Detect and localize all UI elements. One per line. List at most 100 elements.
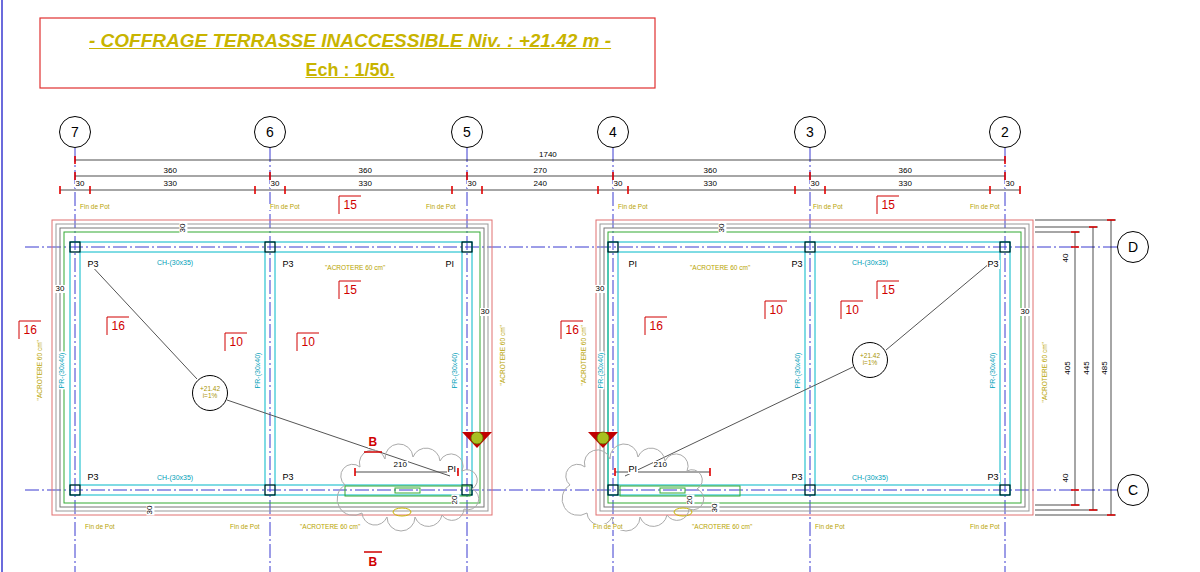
- column-section: [805, 485, 815, 495]
- dimension-line: [1111, 220, 1112, 515]
- edge-note: Fin de Pot: [969, 524, 1001, 531]
- dimension-text: 405: [1063, 360, 1071, 375]
- dimension-text: 30: [75, 180, 86, 188]
- beam-outline: [1000, 242, 1010, 495]
- acroterion-outline: [52, 220, 1033, 515]
- dimension-text: 30: [179, 223, 187, 234]
- beam-label: CH-(30x35): [851, 259, 889, 266]
- gutter: [395, 488, 420, 493]
- level-text: +21.42: [200, 386, 220, 393]
- beam-outline: [70, 242, 1010, 495]
- slab-thickness: 16: [111, 320, 126, 332]
- drain-ellipse: [393, 508, 411, 516]
- dimension-text: 30: [467, 180, 478, 188]
- dimension-text: 20: [686, 495, 694, 506]
- downspout-symbol: [471, 432, 483, 444]
- column-label: PI: [628, 465, 639, 474]
- drawing-title: - COFFRAGE TERRASSE INACCESSIBLE Niv. : …: [88, 31, 612, 50]
- acroterion-outline: [60, 228, 484, 507]
- dimension-line: [1035, 515, 1116, 516]
- level-text: i=1%: [203, 393, 218, 400]
- beam-outline: [70, 485, 472, 495]
- dimension-line: [60, 160, 1116, 515]
- grid-bubble: 6: [254, 116, 286, 148]
- dimension-tick: [1071, 220, 1115, 515]
- slab-thickness: 16: [649, 320, 664, 332]
- beam-outline: [265, 242, 275, 495]
- edge-note: Fin de Pot: [814, 524, 846, 531]
- dimension-text: 240: [533, 180, 548, 188]
- grid-bubble: 4: [597, 116, 629, 148]
- column-label: PI: [628, 260, 639, 269]
- scale-text: Ech : 1/50.: [305, 61, 396, 79]
- beam-outline: [462, 242, 472, 495]
- grid-axis: [467, 148, 468, 572]
- dimension-line: [60, 190, 1020, 191]
- edge-note: "ACROTERE 60 cm": [299, 524, 361, 531]
- column-label: PI: [447, 465, 458, 474]
- edge-note: "ACROTERE 60 cm": [37, 339, 44, 401]
- column-section: [462, 242, 472, 252]
- slab-thickness: 16: [23, 324, 38, 336]
- section-mark: [364, 452, 382, 552]
- column-section: [70, 485, 80, 495]
- column-section: [265, 485, 275, 495]
- beam-outline: [70, 242, 80, 495]
- beam-label: PR-(30x40): [451, 351, 458, 389]
- acroterion-outline: [52, 220, 492, 515]
- dimension-line: [1075, 232, 1076, 505]
- edge-note: Fin de Pot: [969, 204, 1001, 211]
- dimension-line: [75, 176, 1005, 177]
- acroterion-outline: [56, 224, 488, 511]
- dimension-text: 30: [810, 180, 821, 188]
- edge-note: Fin de Pot: [269, 204, 301, 211]
- slope-line: [88, 262, 990, 476]
- dimension-text: 30: [1020, 308, 1031, 316]
- slope-line: [88, 262, 197, 379]
- beam-label: PR-(30x40): [597, 351, 604, 389]
- dimension-text: 360: [358, 167, 373, 175]
- edge-note: "ACROTERE 60 cm": [691, 524, 753, 531]
- column-section: [70, 242, 80, 252]
- dimension-tick: [60, 156, 1115, 515]
- beam-label: CH-(30x35): [156, 259, 194, 266]
- column-label: P3: [987, 260, 1000, 269]
- dimension-text: 485: [1100, 360, 1108, 375]
- dimension-text: 30: [613, 180, 624, 188]
- axis-label: 2: [1001, 125, 1009, 140]
- dimension-text: 30: [1005, 180, 1016, 188]
- column-label: P3: [282, 260, 295, 269]
- slab-thickness: 15: [881, 284, 896, 296]
- grid-axis: [613, 148, 614, 572]
- section-letter: B: [368, 556, 379, 568]
- edge-note: Fin de Pot: [812, 204, 844, 211]
- grid-bubble: C: [1117, 474, 1149, 506]
- dimension-text: 445: [1082, 360, 1090, 375]
- downspout-symbol: [462, 432, 618, 448]
- downspout-symbol: [597, 432, 609, 444]
- grid-bubble: 3: [794, 116, 826, 148]
- grid-axis: [25, 490, 1117, 491]
- slab-thickness: 10: [845, 304, 860, 316]
- axis-label: C: [1128, 483, 1138, 498]
- sheet-frame: [1, 0, 3, 572]
- gutter: [660, 488, 685, 493]
- column-section: [265, 242, 275, 252]
- slope-line: [227, 400, 450, 476]
- beam-outline: [70, 242, 472, 252]
- beam-label: PR-(30x40): [254, 351, 261, 389]
- edge-note: Fin de Pot: [84, 524, 116, 531]
- beam-outline: [608, 485, 1010, 495]
- downspout-symbol: [588, 432, 618, 448]
- grid-axis: [1005, 148, 1006, 572]
- dimension-text: 30: [480, 308, 491, 316]
- level-text: +21.42: [860, 353, 880, 360]
- column-section: [1000, 242, 1010, 252]
- grid-axis: [810, 148, 811, 572]
- column-label: PI: [445, 260, 456, 269]
- acroterion-outline: [596, 220, 1033, 515]
- dimension-text: 30: [711, 503, 719, 514]
- dimension-text: 40: [1062, 473, 1070, 484]
- slab-thickness: 15: [881, 199, 896, 211]
- slope-line: [886, 263, 990, 350]
